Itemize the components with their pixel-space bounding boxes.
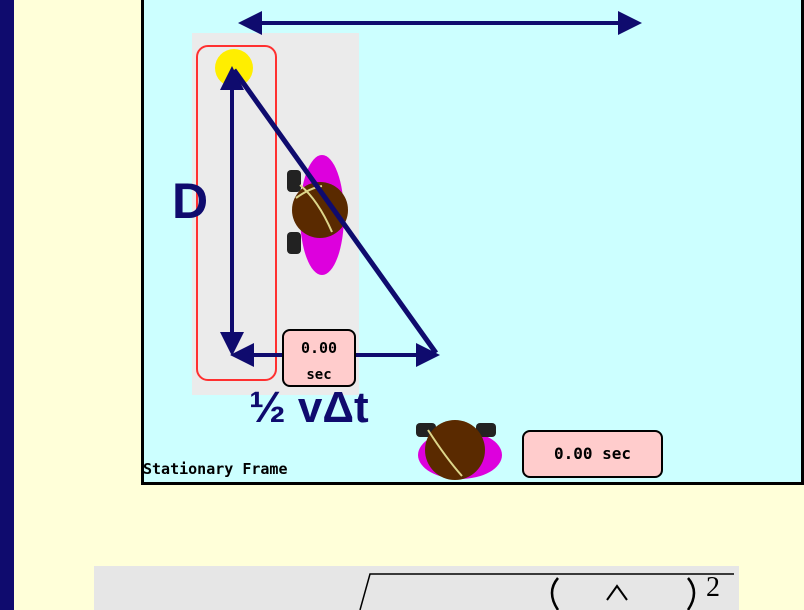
formula-partial bbox=[94, 566, 739, 610]
moving-observer-figure bbox=[287, 155, 348, 275]
moving-clock-timer: 0.00 sec bbox=[282, 329, 356, 387]
frame-label: Stationary Frame bbox=[143, 460, 288, 478]
formula-exponent: 2 bbox=[706, 572, 720, 603]
moving-timer-unit: sec bbox=[306, 367, 332, 383]
label-half-v-delta-t: ½ vΔt bbox=[249, 383, 369, 432]
moving-timer-value: 0.00 bbox=[300, 339, 338, 357]
stationary-clock-timer: 0.00 sec bbox=[522, 430, 663, 478]
stationary-observer-figure bbox=[416, 420, 502, 480]
label-d: D bbox=[172, 173, 209, 229]
light-clock-outline bbox=[196, 45, 277, 381]
light-path-hypotenuse bbox=[231, 68, 439, 355]
